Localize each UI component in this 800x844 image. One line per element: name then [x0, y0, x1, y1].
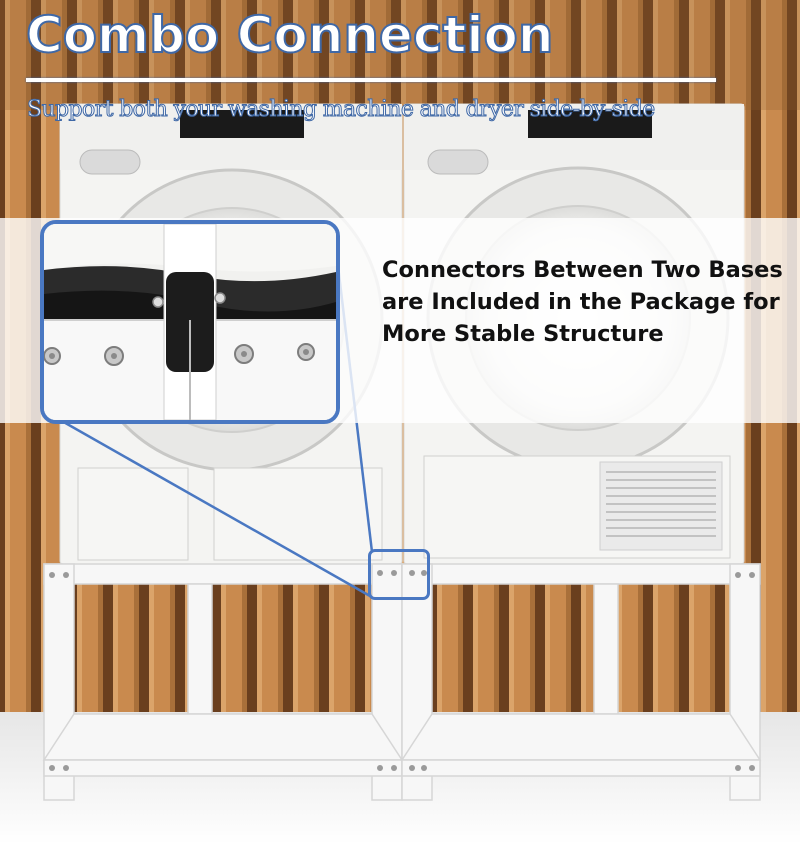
page-title: Combo Connection [25, 5, 554, 65]
page-subtitle: Support both your washing machine and dr… [27, 97, 656, 123]
connector-closeup [44, 224, 336, 420]
wall-top-shade [0, 0, 800, 110]
title-divider [26, 78, 716, 82]
connector-highlight [368, 549, 430, 600]
callout-text: Connectors Between Two Bases are Include… [382, 257, 783, 347]
right-stand [400, 563, 762, 801]
connector-zoom-inset [40, 220, 340, 424]
left-stand [42, 563, 404, 801]
stand-screws [49, 570, 755, 771]
